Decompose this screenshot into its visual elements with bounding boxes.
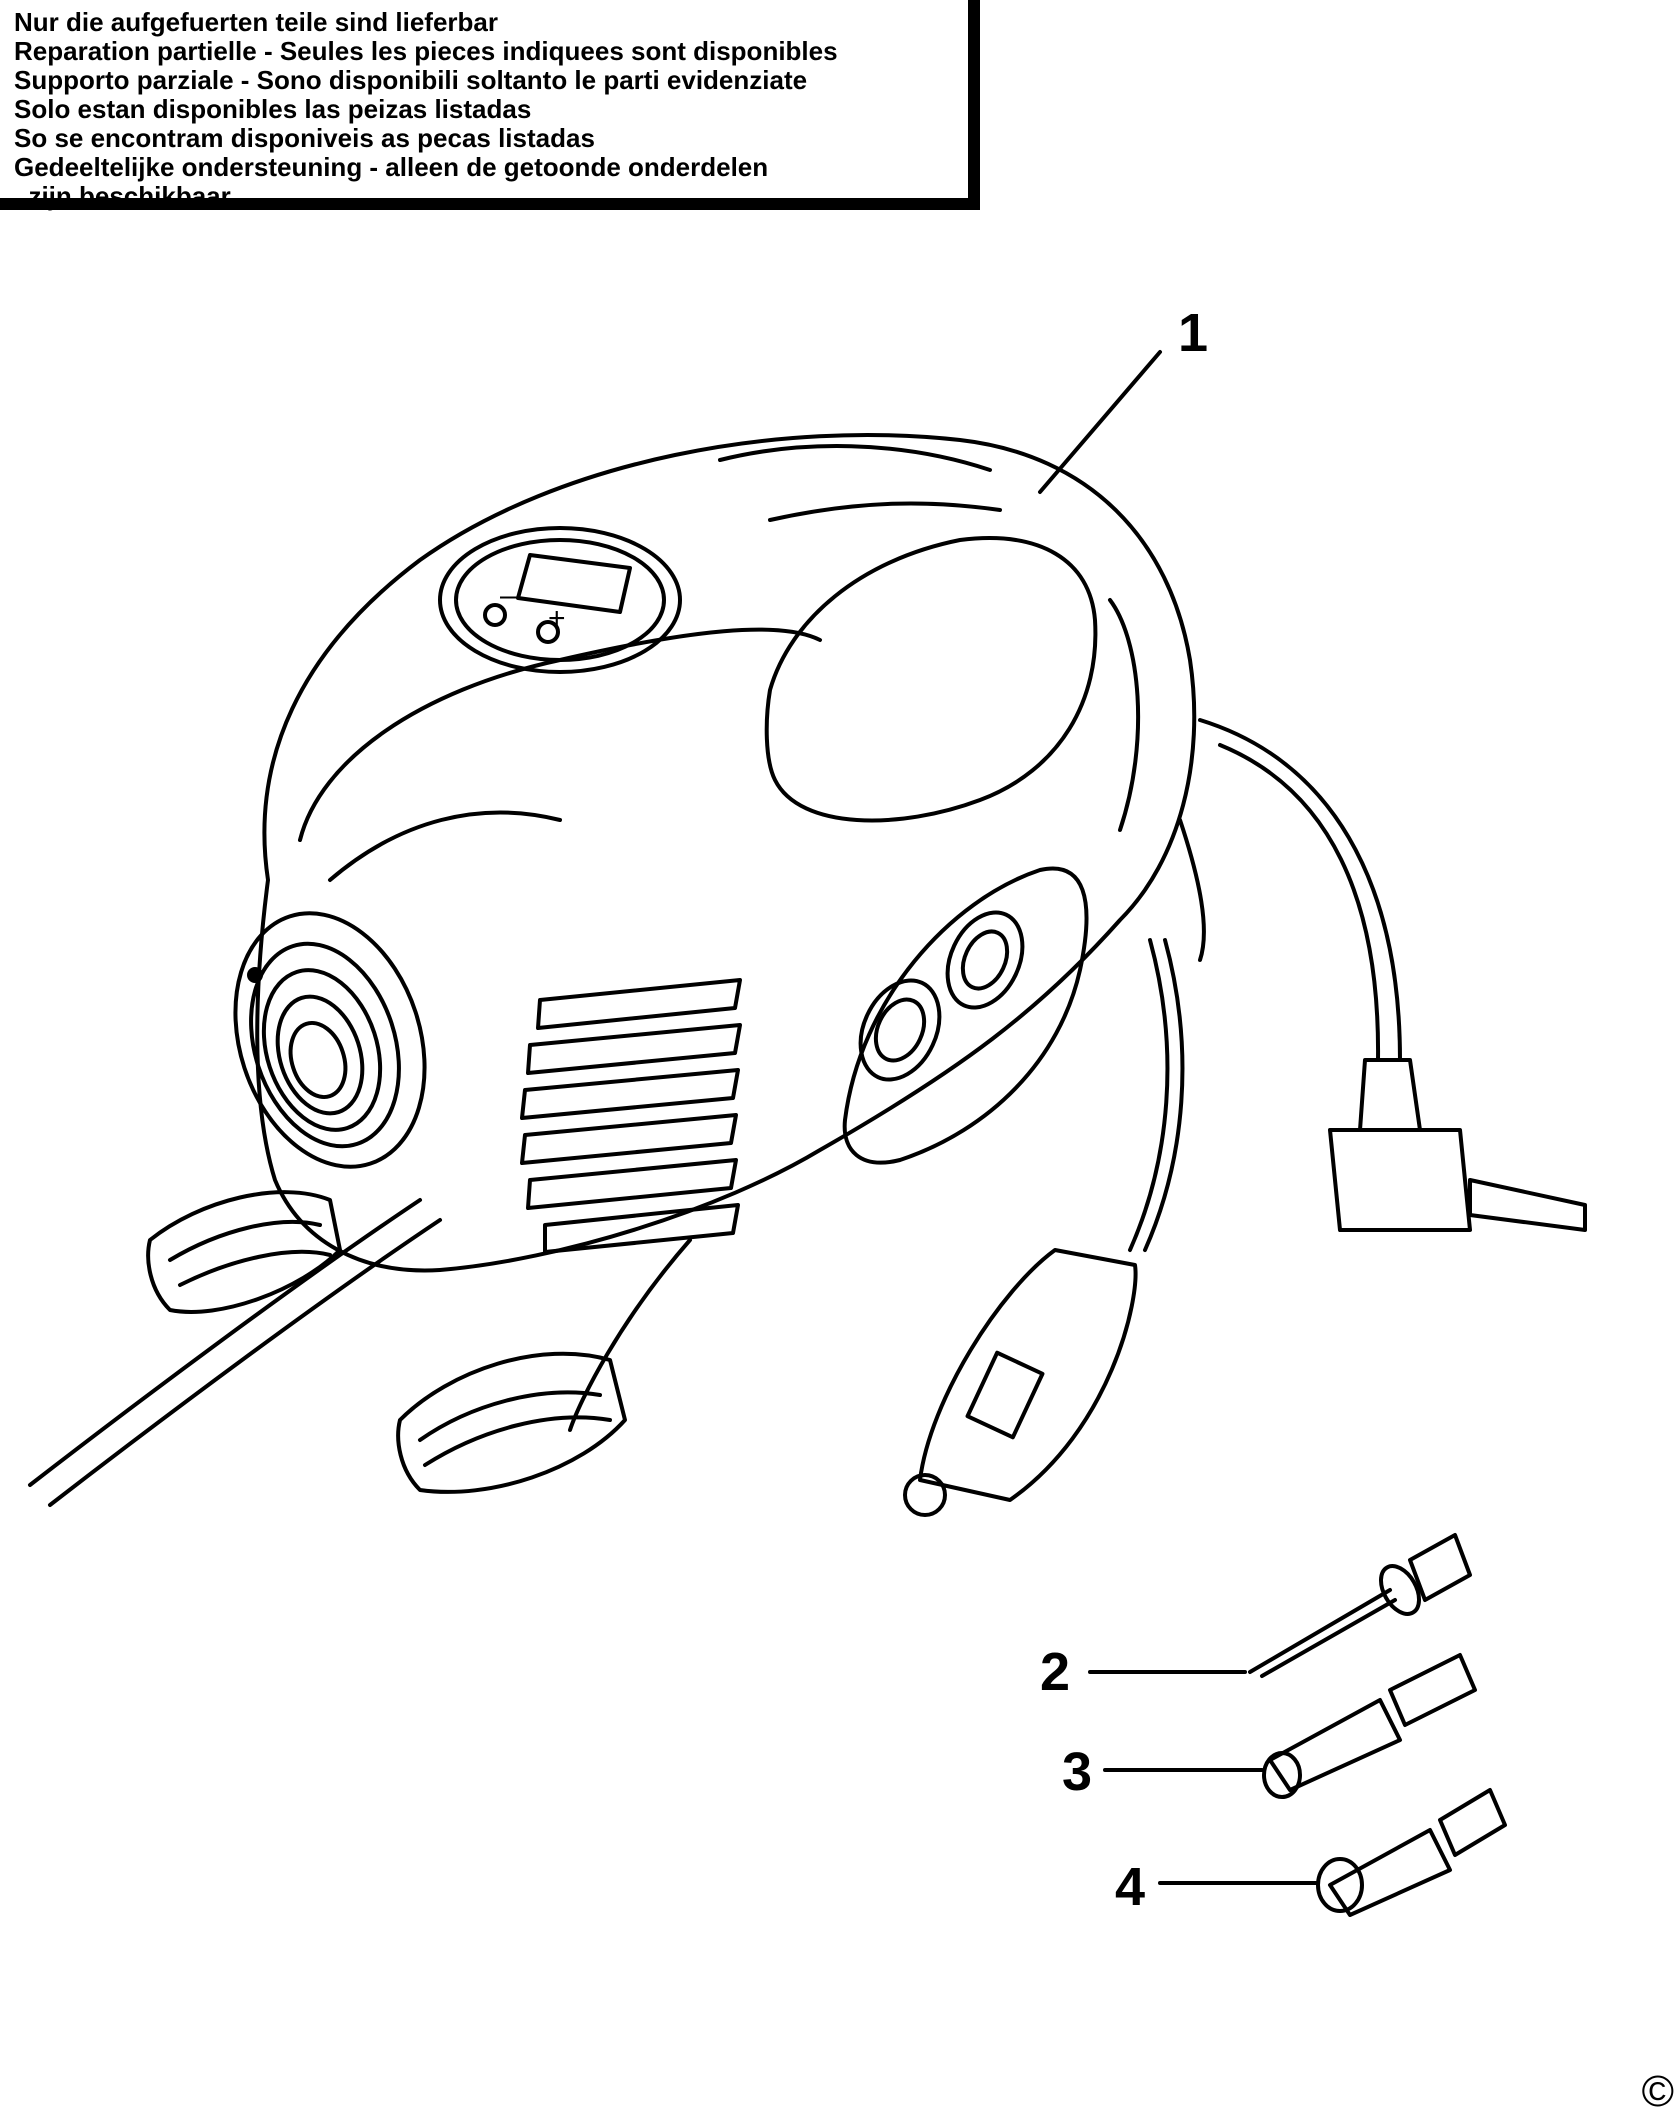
leader-line-1 bbox=[1038, 350, 1162, 494]
digital-display-panel: – + bbox=[438, 526, 682, 674]
plus-button bbox=[536, 620, 560, 644]
callout-4: 4 bbox=[1115, 1857, 1146, 1917]
rubber-feet bbox=[146, 1190, 627, 1494]
copyright-symbol: © bbox=[1641, 2067, 1674, 2116]
needle-adaptor bbox=[1088, 1533, 1472, 1678]
control-knobs bbox=[842, 866, 1089, 1165]
vent-grille bbox=[520, 978, 742, 1254]
plug-tip bbox=[903, 1473, 947, 1517]
minus-symbol: – bbox=[500, 579, 517, 612]
notice-line-pt: So se encontram disponiveis as pecas lis… bbox=[14, 123, 595, 153]
conical-adaptor-4 bbox=[1158, 1788, 1507, 1917]
plus-symbol: + bbox=[548, 602, 566, 635]
tyre-connector bbox=[1328, 1128, 1472, 1232]
conical-adaptor-3 bbox=[1103, 1653, 1477, 1799]
callout-2: 2 bbox=[1040, 1642, 1071, 1702]
notice-line-it: Supporto parziale - Sono disponibili sol… bbox=[14, 65, 808, 95]
connector-lever bbox=[1468, 1178, 1587, 1232]
callout-3: 3 bbox=[1062, 1742, 1093, 1802]
notice-line-es: Solo estan disponibles las peizas listad… bbox=[14, 94, 532, 124]
notice-line-nl: Gedeeltelijke ondersteuning - alleen de … bbox=[14, 152, 769, 182]
lcd-screen bbox=[516, 553, 632, 614]
air-hose bbox=[1198, 718, 1587, 1232]
availability-notice-box: Nur die aufgefuerten teile sind lieferba… bbox=[0, 0, 980, 211]
callout-1: 1 bbox=[1178, 303, 1209, 363]
power-plug bbox=[903, 938, 1185, 1517]
notice-line-fr: Reparation partielle - Seules les pieces… bbox=[14, 36, 838, 66]
notice-line-de: Nur die aufgefuerten teile sind lieferba… bbox=[14, 7, 498, 37]
front-end-cap bbox=[233, 911, 427, 1169]
minus-button bbox=[483, 603, 507, 627]
notice-line-nl-cont: zijn beschikbaar bbox=[14, 181, 231, 211]
